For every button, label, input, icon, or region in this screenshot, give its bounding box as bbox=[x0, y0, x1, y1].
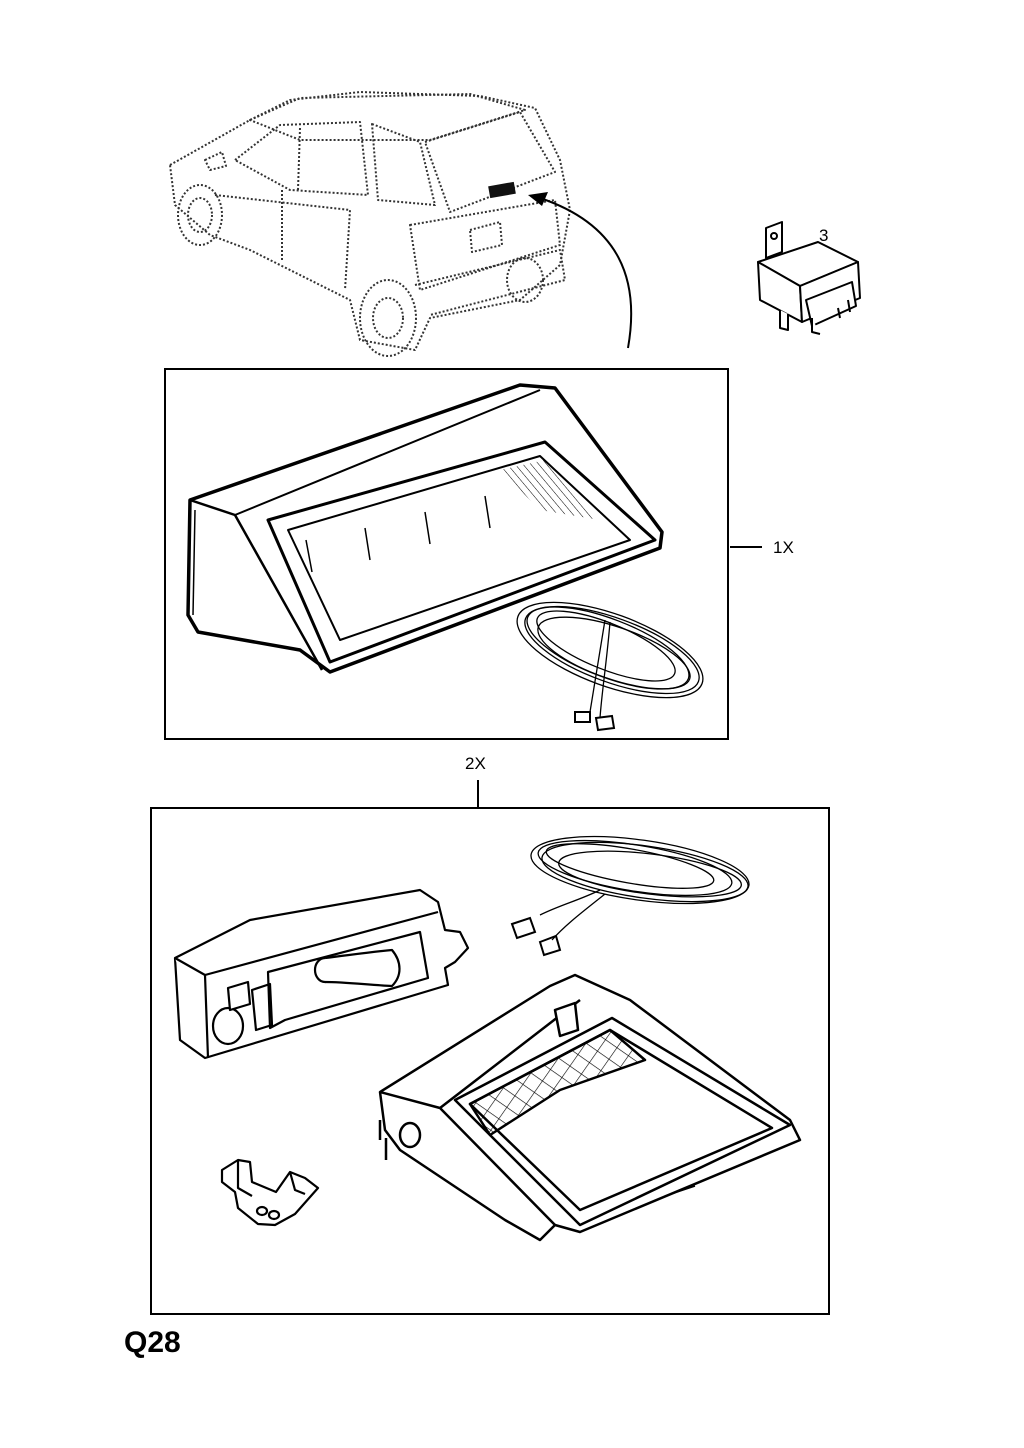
bulb-holder-drawing bbox=[173, 888, 470, 1060]
brake-light-housing-1x bbox=[186, 383, 664, 674]
lamp-housing-2x bbox=[378, 973, 802, 1242]
brake-light-location-marker bbox=[488, 181, 516, 199]
relay-item-number: 3 bbox=[819, 226, 829, 245]
kit-2x-item-number: 2X bbox=[465, 754, 486, 773]
car-illustration bbox=[169, 91, 571, 357]
kit-1x-item-number: 1X bbox=[773, 538, 794, 557]
wiring-harness-1x bbox=[516, 601, 704, 732]
kit-2x-panel bbox=[150, 807, 830, 1315]
kit-1x-panel bbox=[164, 368, 729, 740]
relay-drawing bbox=[757, 221, 861, 335]
page-code: Q28 bbox=[124, 1326, 181, 1359]
wiring-harness-2x bbox=[510, 835, 750, 957]
connector-clip-drawing bbox=[220, 1158, 320, 1227]
location-arrow bbox=[539, 197, 633, 349]
